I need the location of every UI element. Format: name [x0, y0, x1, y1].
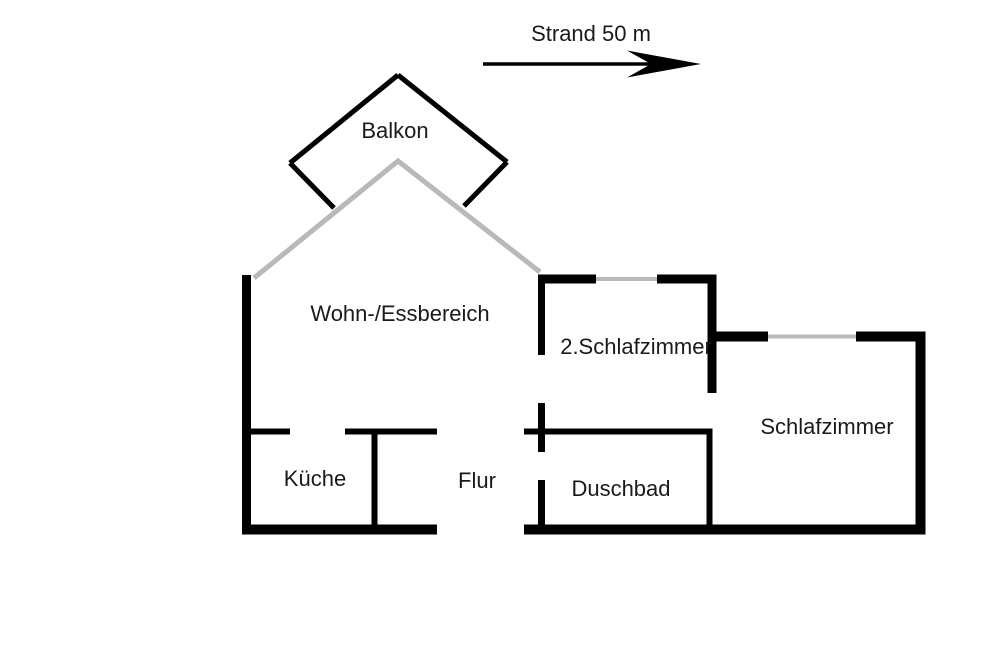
room-label-balkon: Balkon	[361, 118, 428, 143]
room-label-wohn-essbereich: Wohn-/Essbereich	[310, 301, 489, 326]
windows	[596, 277, 856, 339]
room-label-kueche: Küche	[284, 466, 346, 491]
room-label-schlafzimmer: Schlafzimmer	[760, 414, 893, 439]
room-label-schlafzimmer2: 2.Schlafzimmer	[560, 334, 712, 359]
room-label-flur: Flur	[458, 468, 496, 493]
balcony-edge-lower-left	[288, 161, 336, 210]
arrow-right-icon	[627, 50, 701, 78]
balcony-edge-lower-right	[462, 160, 509, 208]
exterior-walls	[242, 274, 926, 535]
balcony-edge-upper-left	[288, 73, 400, 165]
room-label-duschbad: Duschbad	[571, 476, 670, 501]
glass-front-window	[252, 157, 542, 280]
balcony-outline	[288, 73, 509, 210]
balcony-edge-upper-right	[396, 73, 509, 164]
beach-distance-label: Strand 50 m	[531, 21, 651, 46]
interior-walls	[251, 403, 713, 530]
room-labels: Balkon Wohn-/Essbereich 2.Schlafzimmer S…	[284, 118, 894, 501]
beach-arrow: Strand 50 m	[483, 21, 701, 78]
